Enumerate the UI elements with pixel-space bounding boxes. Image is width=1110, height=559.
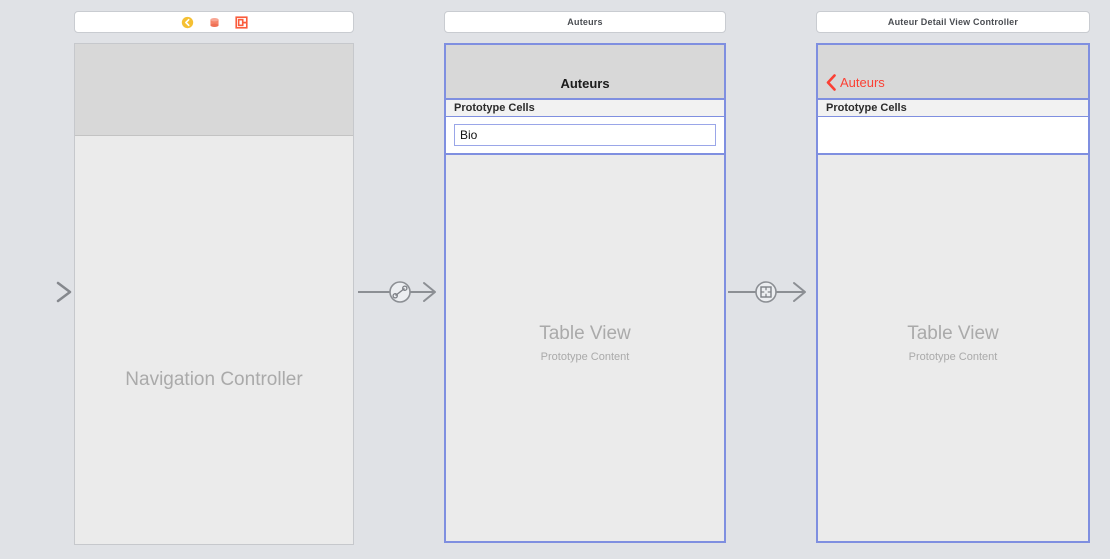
scene-placeholder-navigation-controller: Navigation Controller [75, 369, 353, 391]
prototype-cells-header-label: Prototype Cells [454, 102, 535, 114]
prototype-cells-block-auteurs[interactable]: Prototype Cells Bio [444, 98, 726, 155]
relationship-segue-icon[interactable] [358, 280, 442, 304]
scene-title-bar-auteurs[interactable]: Auteurs [444, 11, 726, 33]
prototype-cell[interactable]: Bio [446, 117, 724, 153]
placeholder-title: Table View [907, 323, 999, 344]
scene-title-bar-navigation-controller[interactable] [74, 11, 354, 33]
exit-icon[interactable] [234, 15, 248, 29]
view-controller-icon[interactable] [181, 16, 194, 29]
cell-title-label-field[interactable]: Bio [454, 124, 716, 146]
scene-placeholder-auteurs: Table View Prototype Content [446, 323, 724, 363]
placeholder-subtitle: Prototype Content [540, 351, 630, 363]
navigation-bar-auteurs: Auteurs [446, 45, 724, 100]
prototype-cell[interactable] [818, 117, 1088, 153]
back-button[interactable]: Auteurs [826, 74, 885, 91]
scene-title-label: Auteur Detail View Controller [887, 17, 1019, 27]
prototype-cells-header: Prototype Cells [818, 100, 1088, 117]
scene-auteur-detail-view-controller[interactable]: Auteurs Prototype Cells Table View Proto… [816, 43, 1090, 543]
scene-dock-icons [181, 15, 248, 29]
placeholder-subtitle: Prototype Content [908, 351, 998, 363]
cell-title-label-text: Bio [460, 128, 478, 142]
prototype-cells-header-label: Prototype Cells [826, 102, 907, 114]
navigation-bar-placeholder [75, 44, 353, 136]
chevron-left-icon [826, 74, 836, 91]
navigation-bar-auteur-detail: Auteurs [818, 45, 1088, 100]
prototype-cells-block-auteur-detail[interactable]: Prototype Cells [816, 98, 1090, 155]
back-button-label: Auteurs [840, 75, 885, 90]
storyboard-entry-point-arrow[interactable] [0, 280, 80, 304]
navigation-bar-title: Auteurs [560, 76, 610, 91]
scene-navigation-controller[interactable]: Navigation Controller [74, 43, 354, 545]
scene-title-bar-auteur-detail[interactable]: Auteur Detail View Controller [816, 11, 1090, 33]
first-responder-icon[interactable] [208, 16, 221, 29]
prototype-cells-header: Prototype Cells [446, 100, 724, 117]
placeholder-title: Navigation Controller [125, 369, 303, 390]
show-segue-icon[interactable] [728, 280, 812, 304]
scene-title-label: Auteurs [567, 17, 603, 27]
scene-placeholder-auteur-detail: Table View Prototype Content [818, 323, 1088, 363]
placeholder-title: Table View [539, 323, 631, 344]
scene-auteurs-table-view-controller[interactable]: Auteurs Prototype Cells Bio Table View P… [444, 43, 726, 543]
